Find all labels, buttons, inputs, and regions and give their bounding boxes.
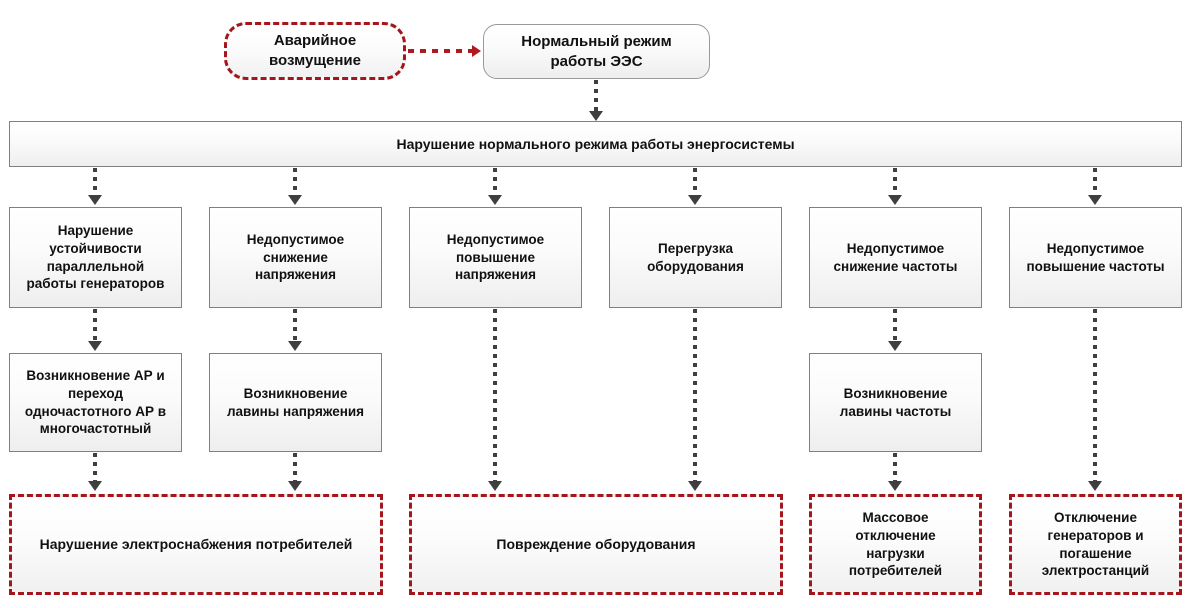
node-generator-tripping-label: Отключение генераторов и погашение элект… (1041, 509, 1150, 579)
node-frequency-avalanche-label: Возникновение лавины частоты (839, 385, 952, 419)
node-normal-operation-mode[interactable]: Нормальный режим работы ЭЭС (483, 24, 710, 79)
connector-freq-drop-to-avalanche (893, 309, 897, 343)
arrowhead-title-to-voltage-rise (488, 195, 502, 205)
node-frequency-drop-label: Недопустимое снижение частоты (833, 240, 958, 274)
node-asynchronous-mode-label: Возникновение АР и переход одночастотног… (24, 367, 167, 437)
connector-freq-avalanche-to-load-shedding (893, 453, 897, 482)
node-frequency-rise-label: Недопустимое повышение частоты (1026, 240, 1165, 274)
connector-title-to-voltage-drop (293, 168, 297, 196)
node-overload[interactable]: Перегрузка оборудования (609, 207, 782, 308)
connector-title-to-overload (693, 168, 697, 196)
node-asynchronous-mode[interactable]: Возникновение АР и переход одночастотног… (9, 353, 182, 452)
node-generator-tripping[interactable]: Отключение генераторов и погашение элект… (1009, 494, 1182, 595)
connector-voltage-avalanche-to-supply-failure (293, 453, 297, 482)
connector-stability-to-async (93, 309, 97, 343)
node-stability-label: Нарушение устойчивости параллельной рабо… (26, 222, 165, 292)
node-system-mode-violation-label: Нарушение нормального режима работы энер… (396, 135, 795, 152)
node-frequency-avalanche[interactable]: Возникновение лавины частоты (809, 353, 982, 452)
arrowhead-normal-to-title (589, 111, 603, 121)
arrowhead-async-to-supply-failure (88, 481, 102, 491)
arrowhead-title-to-stability (88, 195, 102, 205)
arrowhead-freq-avalanche-to-load-shedding (888, 481, 902, 491)
arrowhead-stability-to-async (88, 341, 102, 351)
arrowhead-voltage-rise-to-damage (488, 481, 502, 491)
node-frequency-rise[interactable]: Недопустимое повышение частоты (1009, 207, 1182, 308)
connector-freq-rise-to-gen-trip (1093, 309, 1097, 482)
node-emergency-disturbance[interactable]: Аварийное возмущение (224, 22, 406, 80)
node-supply-failure-label: Нарушение электроснабжения потребителей (39, 536, 353, 553)
connector-normal-to-title (594, 80, 598, 112)
node-voltage-drop[interactable]: Недопустимое снижение напряжения (209, 207, 382, 308)
arrowhead-overload-to-damage (688, 481, 702, 491)
node-equipment-damage[interactable]: Повреждение оборудования (409, 494, 783, 595)
connector-overload-to-damage (693, 309, 697, 482)
node-frequency-drop[interactable]: Недопустимое снижение частоты (809, 207, 982, 308)
node-emergency-disturbance-label: Аварийное возмущение (269, 32, 361, 69)
connector-disturbance-to-normal (408, 49, 472, 53)
node-system-mode-violation[interactable]: Нарушение нормального режима работы энер… (9, 121, 1182, 167)
node-voltage-avalanche-label: Возникновение лавины напряжения (226, 385, 365, 419)
node-supply-failure[interactable]: Нарушение электроснабжения потребителей (9, 494, 383, 595)
node-voltage-rise[interactable]: Недопустимое повышение напряжения (409, 207, 582, 308)
node-voltage-drop-label: Недопустимое снижение напряжения (246, 231, 345, 283)
connector-title-to-freq-rise (1093, 168, 1097, 196)
node-stability[interactable]: Нарушение устойчивости параллельной рабо… (9, 207, 182, 308)
node-voltage-avalanche[interactable]: Возникновение лавины напряжения (209, 353, 382, 452)
connector-title-to-stability (93, 168, 97, 196)
connector-title-to-voltage-rise (493, 168, 497, 196)
arrowhead-title-to-voltage-drop (288, 195, 302, 205)
node-mass-load-shedding[interactable]: Массовое отключение нагрузки потребителе… (809, 494, 982, 595)
connector-voltage-drop-to-avalanche (293, 309, 297, 343)
connector-async-to-supply-failure (93, 453, 97, 482)
node-mass-load-shedding-label: Массовое отключение нагрузки потребителе… (848, 509, 943, 579)
arrowhead-title-to-overload (688, 195, 702, 205)
arrowhead-title-to-freq-rise (1088, 195, 1102, 205)
arrowhead-voltage-drop-to-avalanche (288, 341, 302, 351)
arrowhead-freq-rise-to-gen-trip (1088, 481, 1102, 491)
node-voltage-rise-label: Недопустимое повышение напряжения (446, 231, 545, 283)
node-equipment-damage-label: Повреждение оборудования (496, 536, 696, 553)
node-normal-operation-mode-label: Нормальный режим работы ЭЭС (521, 32, 672, 70)
arrowhead-voltage-avalanche-to-supply-failure (288, 481, 302, 491)
arrowhead-disturbance-to-normal (472, 45, 481, 57)
arrowhead-title-to-freq-drop (888, 195, 902, 205)
arrowhead-freq-drop-to-avalanche (888, 341, 902, 351)
node-overload-label: Перегрузка оборудования (647, 240, 744, 274)
connector-voltage-rise-to-damage (493, 309, 497, 482)
connector-title-to-freq-drop (893, 168, 897, 196)
